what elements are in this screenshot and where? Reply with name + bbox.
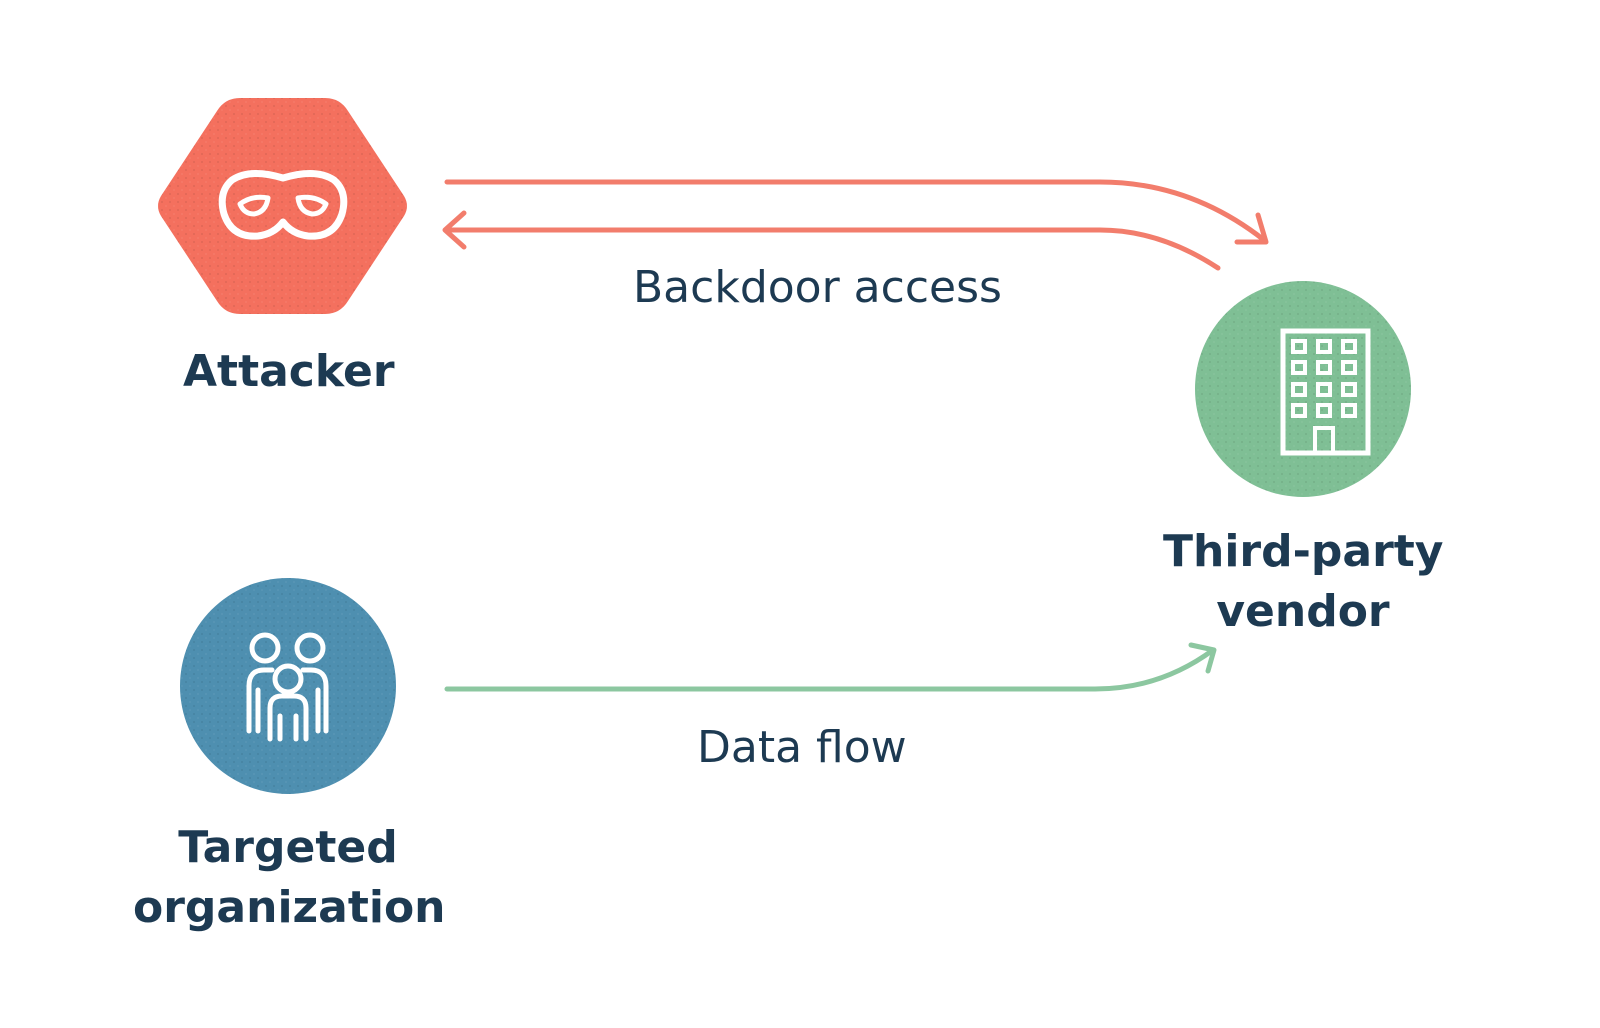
backdoor-arrowhead-left xyxy=(442,210,467,250)
backdoor-arrowhead-right xyxy=(1234,212,1269,245)
target-label-line1: Targeted xyxy=(178,822,398,873)
dataflow-edge-label: Data flow xyxy=(697,722,907,773)
dataflow-edge xyxy=(444,642,1217,692)
attacker-label: Attacker xyxy=(183,346,395,397)
dataflow-arrow xyxy=(444,647,1216,692)
vendor-label-line1: Third-party xyxy=(1163,526,1444,577)
backdoor-arrow-to-vendor xyxy=(444,179,1267,243)
backdoor-edge xyxy=(442,179,1269,271)
people-icon xyxy=(246,632,329,742)
dataflow-arrowhead xyxy=(1188,642,1217,674)
backdoor-arrow-to-attacker xyxy=(444,227,1221,271)
vendor-label-line2: vendor xyxy=(1216,586,1390,637)
target-node xyxy=(180,578,396,794)
target-label-line2: organization xyxy=(133,882,446,933)
target-label: Targeted organization xyxy=(133,818,446,938)
attacker-node xyxy=(158,98,407,314)
backdoor-edge-label: Backdoor access xyxy=(633,262,1002,313)
vendor-node xyxy=(1195,281,1411,497)
vendor-label: Third-party vendor xyxy=(1163,522,1443,642)
building-icon xyxy=(1280,328,1371,456)
mask-icon xyxy=(218,170,348,240)
